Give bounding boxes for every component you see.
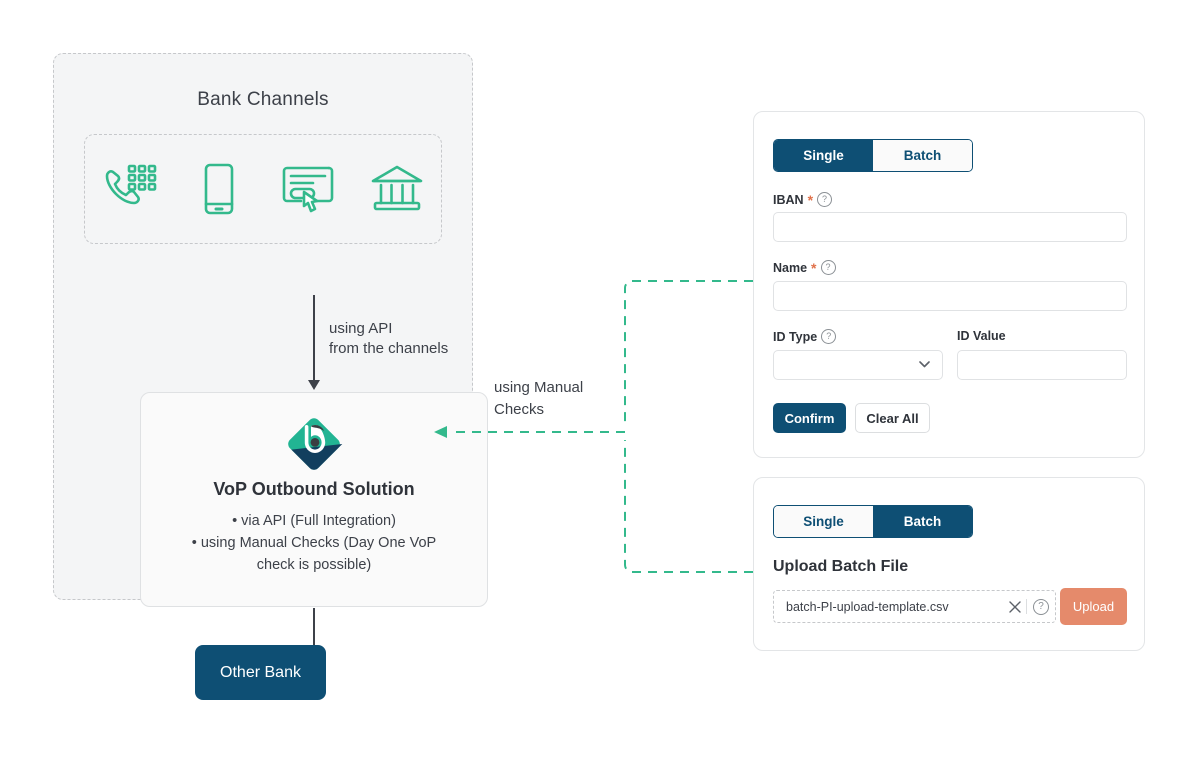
upload-help-glyph: ? (1033, 598, 1049, 615)
id-value-label: ID Value (957, 329, 1006, 343)
bank-channels-group: Bank Channels (53, 53, 488, 695)
brand-logo-icon (285, 415, 343, 473)
upload-help-icon[interactable]: ? (1027, 598, 1055, 615)
api-label-line2: from the channels (329, 340, 449, 357)
iban-input[interactable] (773, 212, 1127, 242)
api-arrow-label: using API from the channels (329, 319, 448, 359)
name-label-text: Name (773, 260, 808, 275)
id-type-select[interactable] (773, 350, 943, 380)
iban-required-marker: * (807, 191, 814, 208)
manual-label-line1: using Manual (494, 379, 584, 396)
vop-outbound-solution-card: VoP Outbound Solution • via API (Full In… (140, 392, 488, 607)
tab-single-batchcard[interactable]: Single (774, 506, 873, 537)
tab-batch[interactable]: Batch (873, 140, 972, 171)
web-form-click-icon (277, 158, 339, 220)
solution-bullets: • via API (Full Integration) • using Man… (155, 510, 473, 576)
id-type-help-icon[interactable]: ? (821, 329, 837, 344)
id-value-input[interactable] (957, 350, 1127, 380)
solution-bullet-1: • via API (Full Integration) (232, 513, 396, 529)
manual-checks-label: using Manual Checks (494, 377, 583, 421)
solution-bullet-2: • using Manual Checks (Day One VoP (191, 535, 437, 551)
solution-title: VoP Outbound Solution (213, 479, 415, 499)
name-help-icon[interactable]: ? (820, 260, 836, 275)
iban-label-text: IBAN (773, 192, 804, 207)
upload-button[interactable]: Upload (1060, 588, 1127, 625)
api-label-line1: using API (329, 320, 393, 337)
name-required-marker: * (811, 259, 817, 276)
chevron-down-icon (919, 361, 930, 368)
selected-file-name: batch-PI-upload-template.csv (786, 599, 949, 614)
clear-all-button[interactable]: Clear All (855, 403, 930, 433)
chip-divider (1026, 599, 1027, 614)
single-card-mode-toggle[interactable]: Single Batch (773, 139, 973, 172)
selected-file-chip: batch-PI-upload-template.csv ? (773, 590, 1056, 623)
id-type-label-text: ID Type (773, 329, 818, 344)
bank-building-icon (366, 158, 428, 220)
bank-channels-title: Bank Channels (197, 89, 329, 110)
close-icon[interactable] (1004, 600, 1026, 613)
tab-single[interactable]: Single (774, 140, 873, 171)
confirm-button[interactable]: Confirm (773, 403, 846, 433)
mobile-phone-icon (188, 158, 250, 220)
solution-bullet-3: check is possible) (256, 557, 372, 573)
name-label: Name * ? (773, 260, 836, 275)
upload-batch-file-title: Upload Batch File (773, 558, 909, 575)
iban-label: IBAN * ? (773, 191, 833, 208)
batch-upload-card: Single Batch Upload Batch File batch-PI-… (753, 477, 1145, 651)
api-arrow (308, 295, 320, 390)
id-type-label: ID Type ? (773, 329, 837, 344)
id-value-label-text: ID Value (957, 329, 1006, 343)
other-bank-node: Other Bank (195, 645, 326, 700)
manual-label-line2: Checks (494, 401, 545, 418)
name-input[interactable] (773, 281, 1127, 311)
single-check-card: Single Batch IBAN * ? Name * ? ID Type ?… (753, 111, 1145, 458)
tab-batch-batchcard[interactable]: Batch (873, 506, 972, 537)
iban-help-icon[interactable]: ? (817, 192, 833, 207)
batch-card-mode-toggle[interactable]: Single Batch (773, 505, 973, 538)
phone-keypad-icon (99, 158, 161, 220)
channels-icon-row (84, 134, 442, 244)
